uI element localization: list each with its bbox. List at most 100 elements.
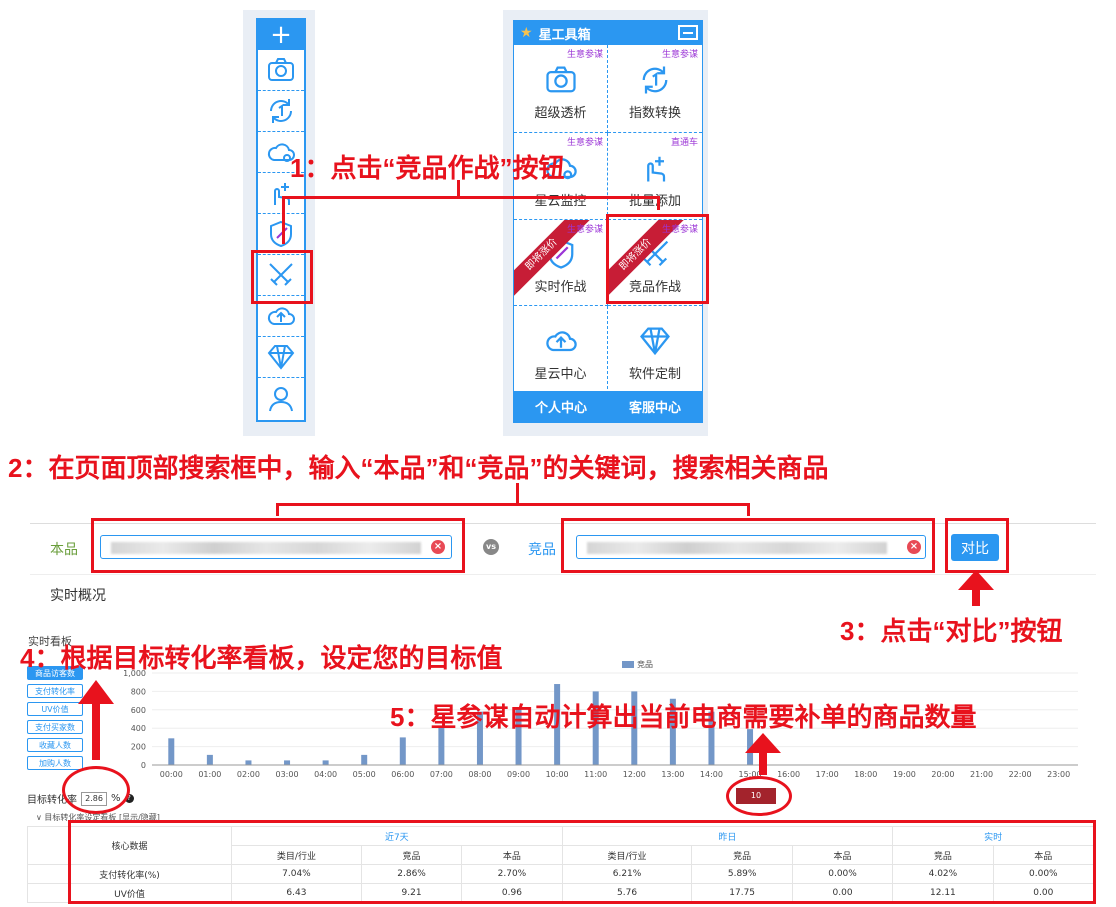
tool-super-analysis[interactable]: 生意参谋 超级透析: [514, 45, 608, 133]
personal-center-button[interactable]: 个人中心: [534, 401, 587, 416]
tool-tag: 生意参谋: [566, 225, 603, 235]
chart-bar: [515, 707, 522, 765]
step4-annotation: 4：根据目标转化率看板，设定您的目标值: [20, 643, 503, 673]
target-board-toggle[interactable]: ∨ 目标转化率设定看板 [显示/隐藏]: [36, 812, 160, 823]
x-tick-label: 03:00: [276, 770, 299, 779]
chart-bar: [669, 698, 676, 765]
minimize-icon[interactable]: [678, 25, 698, 40]
chart-bar: [708, 711, 715, 765]
help-icon[interactable]: ?: [124, 794, 134, 803]
chart-bar: [245, 760, 252, 765]
connector: [657, 196, 660, 210]
sidebar-item-hand-add[interactable]: [258, 173, 304, 214]
tool-tag: 生意参谋: [566, 138, 603, 148]
x-tick-label: 00:00: [160, 770, 183, 779]
tool-index-convert[interactable]: 生意参谋 指数转换: [608, 45, 702, 133]
camera-icon: [545, 66, 576, 93]
chart-bar: [747, 729, 754, 765]
toggle-label: 目标转化率设定看板 [显示/隐藏]: [44, 813, 160, 822]
x-tick-label: 05:00: [353, 770, 376, 779]
tool-cloud-center[interactable]: 星云中心: [514, 306, 608, 394]
arrow-shaft: [92, 700, 100, 760]
hand-add-icon: [647, 156, 666, 181]
legend-swatch: [622, 661, 634, 668]
sidebar-item-cloud[interactable]: [258, 132, 304, 173]
y-tick-label: 800: [131, 687, 146, 696]
tool-label: 星云中心: [534, 367, 587, 382]
cloud-icon: [545, 157, 577, 179]
cloud-icon: [267, 143, 295, 162]
tool-label: 软件定制: [628, 367, 681, 382]
compare-button[interactable]: 对比: [951, 534, 999, 561]
connector: [516, 483, 519, 505]
y-tick-label: 1,000: [123, 669, 146, 678]
y-tick-label: 400: [131, 724, 146, 733]
chart-bar: [592, 691, 599, 765]
highlight-sidebar-swords: [251, 250, 313, 304]
chart-bar: [399, 737, 406, 765]
highlight-competitor-battle: [606, 214, 709, 304]
clear-icon[interactable]: ×: [431, 540, 445, 554]
chart-bar: [284, 760, 291, 765]
customer-service-button[interactable]: 客服中心: [628, 401, 681, 416]
metric-uv-value[interactable]: UV价值: [27, 702, 83, 716]
tool-label: 超级透析: [534, 106, 587, 121]
diamond-icon: [267, 345, 295, 370]
tool-competitor-battle[interactable]: 即将涨价 生意参谋 竞品作战: [608, 220, 702, 306]
up-arrow-icon: [745, 733, 781, 753]
x-tick-label: 08:00: [468, 770, 491, 779]
highlight-own-input: [91, 518, 465, 573]
diamond-icon: [640, 327, 670, 356]
competitor-label: 竞品: [528, 542, 556, 558]
up-arrow-icon: [78, 680, 114, 704]
step3-annotation: 3：点击“对比”按钮: [840, 616, 1063, 646]
metric-visitors[interactable]: 商品访客数: [27, 666, 83, 680]
tool-tag: 直通车: [670, 138, 698, 148]
x-tick-label: 01:00: [198, 770, 221, 779]
table-row: 支付转化率(%) 7.04% 2.86% 2.70% 6.21% 5.89% 0…: [27, 864, 1095, 884]
legend-label: 竞品: [637, 660, 653, 669]
metric-add-cart[interactable]: 加购人数: [27, 756, 83, 770]
metric-buyers[interactable]: 支付买家数: [27, 720, 83, 734]
x-tick-label: 15:00: [739, 770, 762, 779]
chart-bar: [554, 684, 561, 765]
sidebar-item-sync[interactable]: [258, 91, 304, 132]
step2-annotation: 2：在页面顶部搜索框中，输入“本品”和“竞品”的关键词，搜索相关商品: [8, 453, 829, 483]
own-product-input[interactable]: ×: [100, 535, 452, 559]
x-tick-label: 10:00: [546, 770, 569, 779]
tool-label: 实时作战: [534, 280, 587, 295]
chart-bar: [476, 711, 483, 765]
x-tick-label: 04:00: [314, 770, 337, 779]
sidebar-item-cloud-upload[interactable]: [258, 296, 304, 337]
plus-icon[interactable]: +: [258, 20, 304, 50]
x-tick-label: 06:00: [391, 770, 414, 779]
chart-bar: [631, 691, 638, 765]
x-tick-label: 11:00: [584, 770, 607, 779]
connector: [276, 503, 750, 506]
sidebar-item-shield[interactable]: [258, 214, 304, 255]
highlight-compare-button: [945, 518, 1009, 573]
connector: [457, 180, 460, 197]
chevron-down-icon: ∨: [36, 813, 45, 822]
sidebar-item-user[interactable]: [258, 378, 304, 419]
tool-realtime-battle[interactable]: 即将涨价 生意参谋 实时作战: [514, 220, 608, 306]
sidebar-item-swords[interactable]: [258, 255, 304, 296]
up-arrow-icon: [958, 570, 994, 590]
tool-tag: 生意参谋: [566, 50, 603, 60]
competitor-input[interactable]: ×: [576, 535, 926, 559]
tool-custom-software[interactable]: 软件定制: [608, 306, 702, 394]
sidebar-item-camera[interactable]: [258, 50, 304, 91]
clear-icon[interactable]: ×: [907, 540, 921, 554]
tool-batch-add[interactable]: 直通车 批量添加: [608, 133, 702, 220]
highlight-competitor-input: [561, 518, 935, 573]
metric-conversion[interactable]: 支付转化率: [27, 684, 83, 698]
sync-icon: [642, 66, 668, 94]
x-tick-label: 19:00: [893, 770, 916, 779]
arrow-shaft: [972, 580, 980, 606]
x-tick-label: 12:00: [623, 770, 646, 779]
x-tick-label: 22:00: [1009, 770, 1032, 779]
sidebar-item-diamond[interactable]: [258, 337, 304, 378]
shield-icon: [270, 220, 292, 248]
metric-favorites[interactable]: 收藏人数: [27, 738, 83, 752]
board-title: 实时看板: [28, 635, 72, 648]
